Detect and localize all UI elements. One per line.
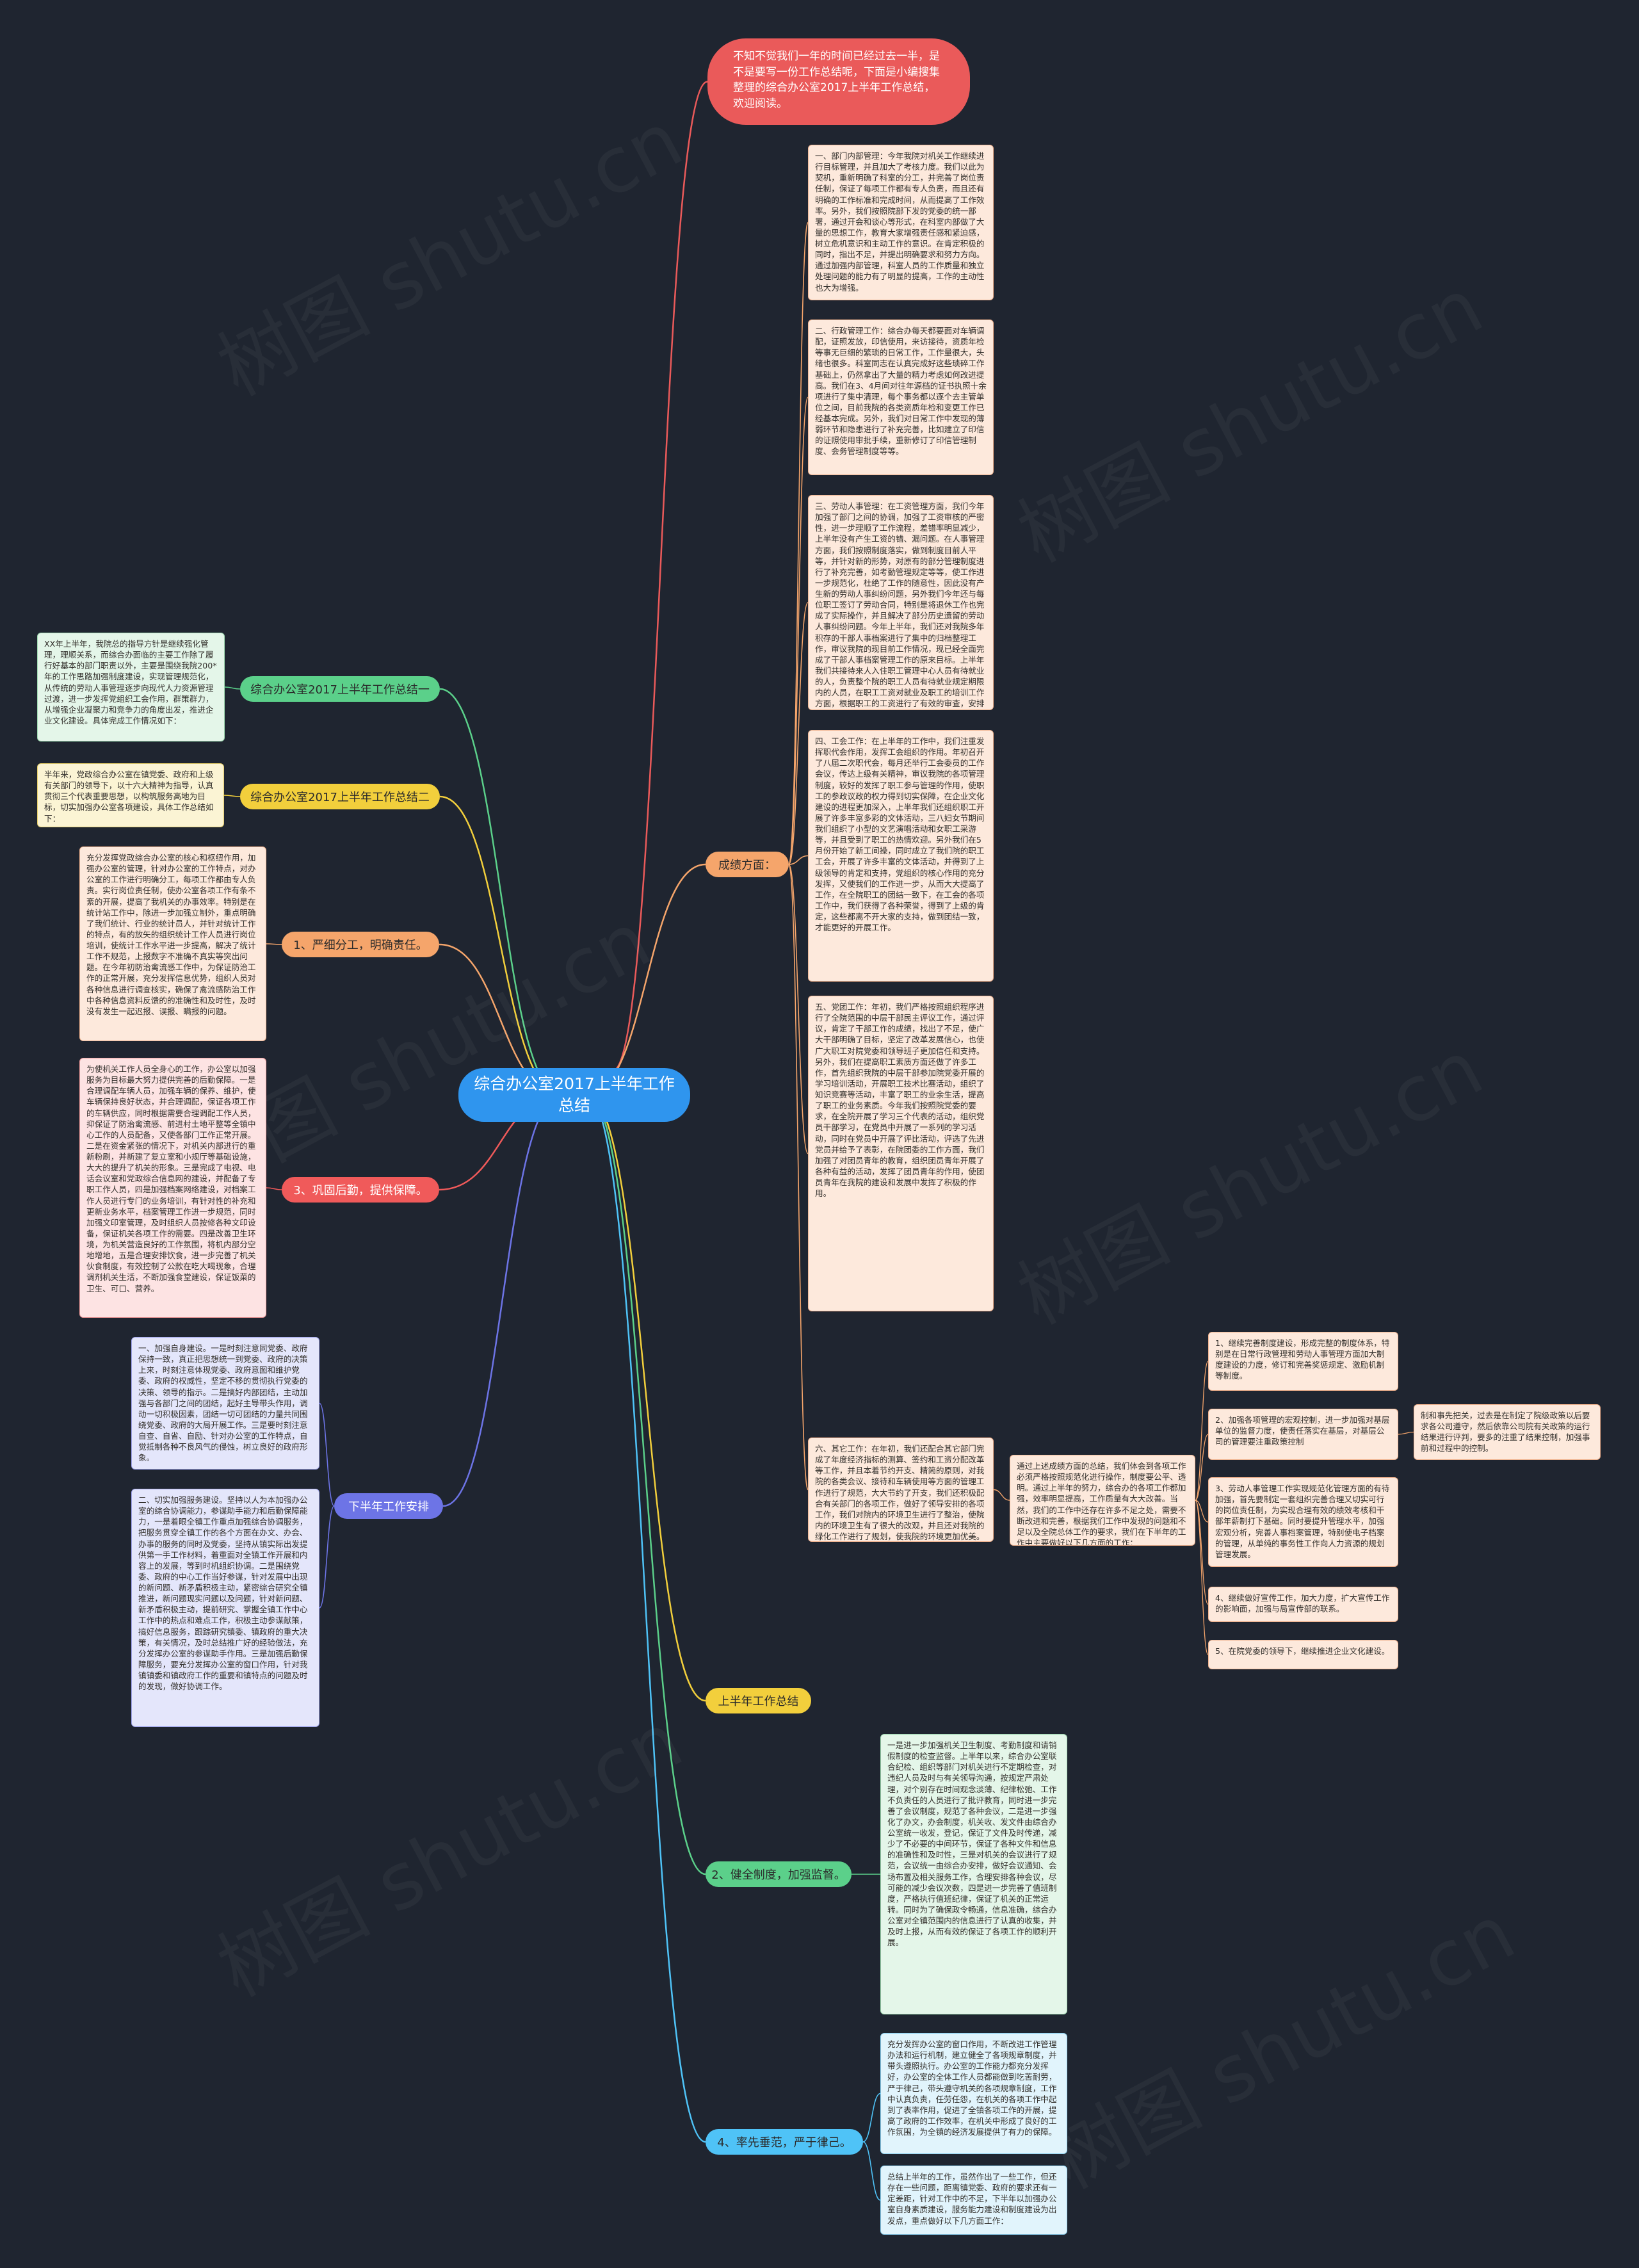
link-achievement-note-5 (788, 864, 809, 1154)
link-intro (612, 81, 708, 1072)
achievement-item-3: 3、劳动人事管理工作实现规范化管理方面的有待加强，首先要制定一套组织完善合理又切… (1208, 1477, 1398, 1567)
link-achievement-note-2 (788, 396, 809, 865)
summary2-note: 半年来，党政综合办公室在镇党委、政府和上级有关部门的领导下，以十六大精神为指导，… (37, 763, 224, 827)
link-achievement-item-2 (1195, 1434, 1209, 1501)
achievement-item-4: 4、继续做好宣传工作，加大力度，扩大宣传工作的影响面，加强与局宣传部的联系。 (1208, 1587, 1398, 1622)
link-achievement-note-6 (788, 864, 809, 1491)
link-security-note (266, 1187, 282, 1190)
achievement-note-1: 一、部门内部管理：今年我院对机关工作继续进行目标管理，并且加大了考核力度。我们以… (808, 145, 994, 300)
link-achievement-item-4 (1195, 1500, 1209, 1605)
achievement-item-1: 1、继续完善制度建设，形成完整的制度体系，特别是在日常行政管理和劳动人事管理方面… (1208, 1332, 1398, 1391)
link-plan-note-2 (319, 1505, 335, 1608)
link-summary2-note (223, 795, 241, 797)
summary1-note: XX年上半年，我院总的指导方针是继续强化管理，理顺关系，而综合办面临的主要工作除… (37, 633, 225, 741)
division-note: 充分发挥党政综合办公室的核心和枢纽作用，加强办公室的管理，针对办公室的工作特点，… (79, 846, 266, 1041)
link-achievement-note-3 (788, 602, 809, 865)
link-branch-lead (586, 1094, 706, 2143)
lead-note-2: 总结上半年的工作，虽然作出了一些工作，但还存在一些问题，距离镇党委、政府的要求还… (880, 2166, 1067, 2235)
link-lead-note-2 (862, 2141, 881, 2201)
link-achievement-note-4 (788, 855, 809, 865)
link-achievement-note-1 (788, 222, 809, 865)
achievement-note-5: 五、党团工作：年初，我们严格按照组织程序进行了全院范围的中层干部民主评议工作，通… (808, 996, 994, 1311)
link-branch-halfyear (586, 1094, 706, 1702)
link-lead-note-1 (862, 2093, 881, 2142)
intro-bubble[interactable]: 不知不觉我们一年的时间已经过去一半，是不是要写一份工作总结呢，下面是小编搜集整理… (707, 38, 970, 125)
branch-plan[interactable]: 下半年工作安排 (334, 1493, 443, 1519)
lead-note-1: 充分发挥办公室的窗口作用，不断改进工作管理办法和运行机制，建立健全了各项规章制度… (880, 2033, 1067, 2154)
branch-lead[interactable]: 4、率先垂范，严于律己。 (706, 2129, 863, 2155)
system-note: 一是进一步加强机关卫生制度、考勤制度和请销假制度的检查监督。上半年以来，综合办公… (880, 1734, 1067, 2014)
branch-system[interactable]: 2、健全制度，加强监督。 (706, 1861, 852, 1887)
plan-note-2: 二、切实加强服务建设。坚持以人为本加强办公室的综合协调能力，参谋助手能力和后勤保… (131, 1489, 319, 1727)
branch-security[interactable]: 3、巩固后勤，提供保障。 (282, 1177, 439, 1203)
link-branch-plan (442, 1094, 562, 1507)
link-branch-system (586, 1094, 706, 1875)
branch-summary1[interactable]: 综合办公室2017上半年工作总结一 (240, 676, 440, 702)
achievement-item-2: 2、加强各项管理的宏观控制，进一步加强对基层单位的监督力度，使责任落实在基层，对… (1208, 1409, 1398, 1460)
achievement-note-2: 二、行政管理工作：综合办每天都要面对车辆调配，证照发放，印信使用，来访接待，资质… (808, 320, 994, 475)
link-achievement-item-5 (1195, 1500, 1209, 1655)
achievement-item-5: 5、在院党委的领导下，继续推进企业文化建设。 (1208, 1640, 1398, 1669)
branch-summary2[interactable]: 综合办公室2017上半年工作总结二 (240, 784, 440, 809)
link-achievement-item-2-detail (1398, 1431, 1414, 1435)
link-achievement-sub (993, 1489, 1010, 1501)
security-note: 为使机关工作人员全身心的工作，办公室以加强服务为目标最大努力提供完善的后勤保障。… (79, 1058, 266, 1318)
achievement-sub-note: 通过上述成绩方面的总结，我们体会到各项工作必须严格按照规范化进行操作，制度要公平… (1010, 1455, 1195, 1546)
branch-achievements[interactable]: 成绩方面： (706, 852, 789, 877)
achievement-note-6: 六、其它工作：在年初，我们还配合其它部门完成了年度经济指标的测算、签约和工资分配… (808, 1438, 994, 1542)
link-summary1-note (224, 686, 241, 690)
achievement-item-2-detail: 制和事先把关，过去是在制定了院级政策以后要求各公司遵守，然后依靠公司院有关政策的… (1414, 1404, 1601, 1460)
root-topic[interactable]: 综合办公室2017上半年工作总结 (458, 1068, 690, 1122)
branch-division[interactable]: 1、严细分工，明确责任。 (282, 932, 439, 957)
link-achievement-item-1 (1195, 1361, 1209, 1501)
branch-halfyear[interactable]: 上半年工作总结 (706, 1688, 811, 1713)
achievement-note-3: 三、劳动人事管理：在工资管理方面，我们今年加强了部门之间的协调，加强了工资审核的… (808, 495, 994, 710)
link-achievement-item-3 (1195, 1500, 1209, 1523)
plan-note-1: 一、加强自身建设。一是时刻注意同党委、政府保持一致，真正把思想统一到党委、政府的… (131, 1337, 319, 1470)
link-plan-note-1 (319, 1402, 335, 1507)
achievement-note-4: 四、工会工作：在上半年的工作中，我们注重发挥职代会作用，发挥工会组织的作用。年初… (808, 730, 994, 982)
